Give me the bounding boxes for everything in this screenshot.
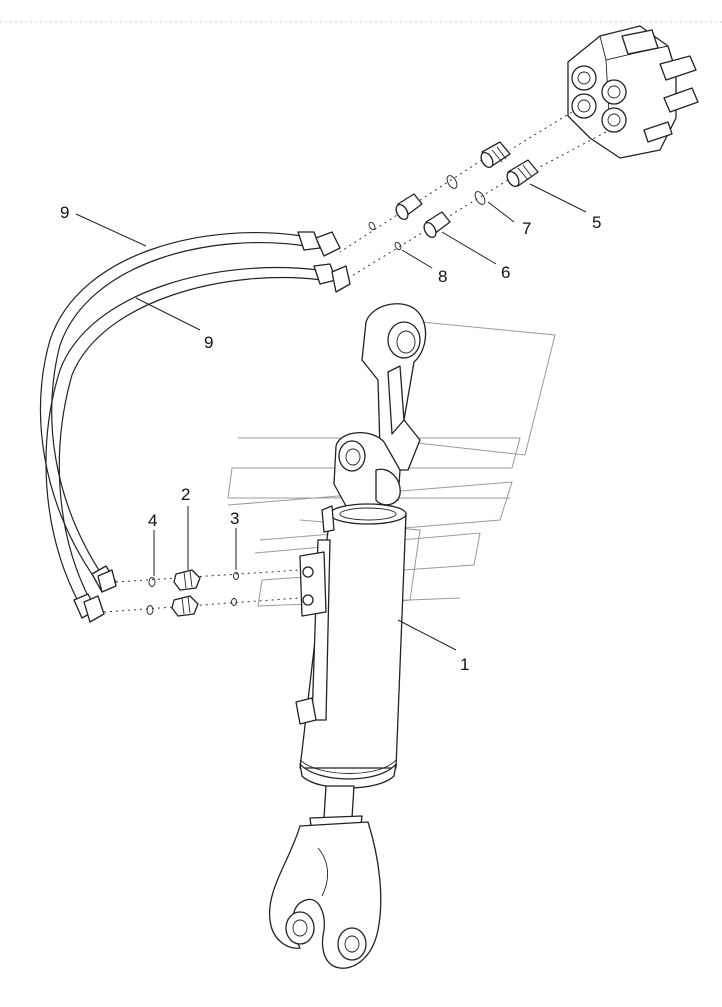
adapter-fitting: [423, 211, 451, 239]
callout-5: 5: [592, 213, 601, 232]
quick-coupler: [506, 159, 539, 188]
callout-7: 7: [522, 219, 531, 238]
assembly-line: [537, 131, 607, 169]
seal-ring: [394, 241, 402, 251]
leader-8: [401, 249, 433, 269]
leader-9a: [75, 213, 147, 247]
callout-9-bottom: 9: [204, 333, 213, 352]
callout-6: 6: [501, 263, 510, 282]
o-ring: [233, 572, 239, 580]
leader-7: [487, 201, 515, 223]
control-valve-block: [567, 25, 699, 159]
quick-coupler: [480, 141, 511, 169]
callout-8: 8: [438, 267, 447, 286]
o-ring: [146, 605, 154, 615]
callout-1: 1: [460, 655, 469, 674]
leader-1: [397, 619, 457, 651]
leader-6: [441, 231, 497, 265]
hydraulic-hoses: [39, 231, 351, 623]
callout-4: 4: [148, 511, 157, 530]
adapter-fitting: [173, 569, 201, 591]
hydraulic-cylinder: [268, 303, 427, 969]
assembly-line: [103, 597, 301, 613]
leader-5: [529, 183, 587, 213]
leader-9b: [135, 297, 201, 331]
seal-ring: [368, 221, 376, 231]
o-ring: [148, 577, 156, 587]
o-ring: [446, 175, 458, 189]
o-ring: [231, 598, 237, 606]
callout-2: 2: [181, 485, 190, 504]
o-ring: [474, 191, 486, 205]
callout-9-top: 9: [60, 203, 69, 222]
adapter-fitting: [171, 595, 199, 617]
assembly-line: [115, 569, 301, 583]
adapter-fitting: [395, 193, 423, 221]
assembly-line: [509, 111, 573, 151]
callout-3: 3: [230, 509, 239, 528]
